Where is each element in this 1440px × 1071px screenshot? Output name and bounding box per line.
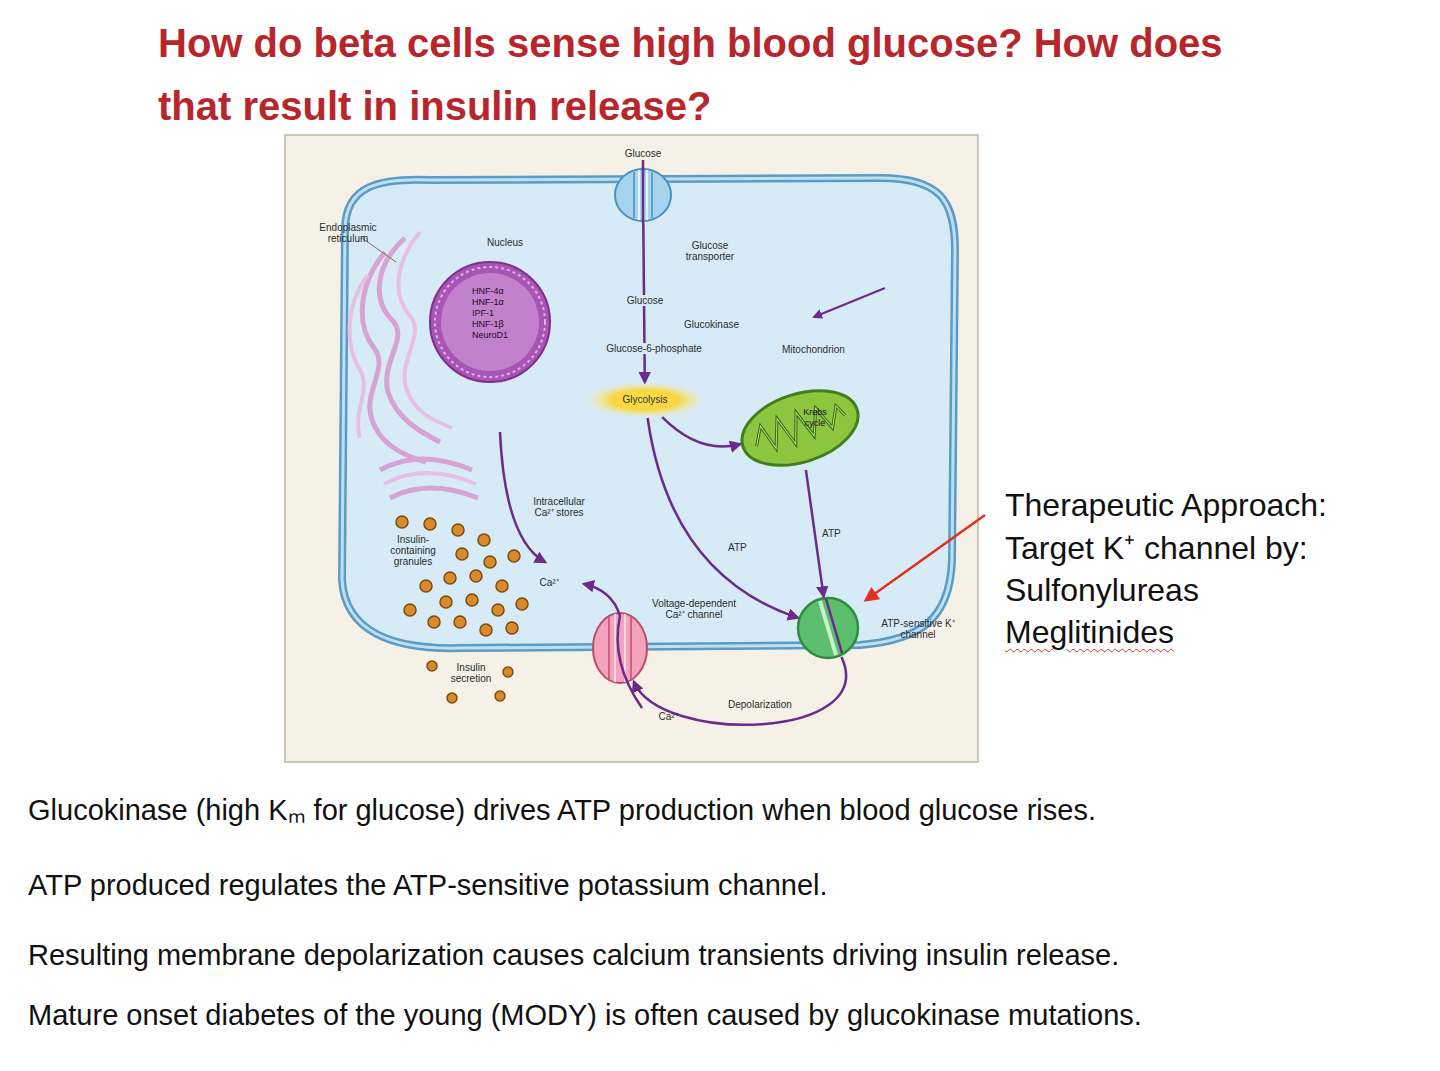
node-text: HNF-4α bbox=[472, 286, 532, 297]
insulin-granule bbox=[420, 580, 432, 592]
insulin-granule bbox=[452, 524, 464, 536]
ion-label: Ca²⁺ bbox=[655, 711, 681, 722]
insulin-granule bbox=[456, 548, 468, 560]
cell-membrane bbox=[342, 178, 955, 648]
mitochondrion-membrane bbox=[732, 377, 867, 479]
node-label: Glycolysis bbox=[585, 394, 705, 405]
node-text: NeuroD1 bbox=[472, 330, 532, 341]
insulin-granule bbox=[424, 518, 436, 530]
structure-label: Endoplasmic reticulum bbox=[318, 222, 378, 244]
ca-channel-stripe bbox=[615, 614, 625, 682]
k-efflux-line bbox=[826, 599, 842, 653]
er-fold bbox=[350, 275, 368, 438]
cell-membrane-inner bbox=[342, 178, 955, 648]
insulin-granule bbox=[492, 604, 504, 616]
ca-channel-node: Voltage-dependent Ca²⁺ channel bbox=[590, 610, 650, 686]
ca-channel-body bbox=[593, 613, 647, 683]
slide-title: How do beta cells sense high blood gluco… bbox=[158, 12, 1233, 138]
insulin-granule bbox=[396, 516, 408, 528]
drug-class: Sulfonylureas bbox=[1005, 572, 1425, 608]
node-text: HNF-1α bbox=[472, 297, 532, 308]
enzyme-label: Glucokinase bbox=[684, 319, 754, 330]
metabolite-label: Glucose bbox=[624, 295, 666, 306]
body-text: Mature onset diabetes of the young (MODY… bbox=[28, 998, 1438, 1032]
pathway-arrow bbox=[648, 418, 798, 618]
secreted-granule bbox=[495, 691, 505, 701]
glycolysis-node: Glycolysis bbox=[585, 382, 705, 418]
cristae bbox=[750, 398, 849, 456]
insulin-granule bbox=[506, 622, 518, 634]
body-text: Resulting membrane depolarization causes… bbox=[28, 938, 1438, 972]
insulin-granule bbox=[484, 556, 496, 568]
k-channel-shape bbox=[796, 596, 860, 660]
insulin-granule bbox=[478, 534, 490, 546]
transporter-node: Glucose transporter bbox=[613, 167, 673, 223]
golgi-stack bbox=[390, 488, 478, 498]
glucose-path bbox=[642, 167, 645, 223]
callout-text: Therapeutic Approach: bbox=[1005, 487, 1425, 523]
insulin-granule bbox=[428, 616, 440, 628]
secreted-granule bbox=[447, 693, 457, 703]
golgi-stack bbox=[384, 473, 476, 484]
edge-label: ATP bbox=[728, 542, 747, 553]
pathway-arrow bbox=[806, 470, 824, 597]
node-label: Nucleus bbox=[475, 237, 535, 248]
golgi-stack bbox=[380, 459, 472, 470]
edge-label: Depolarization bbox=[728, 699, 792, 710]
node-text: Krebs cycle bbox=[795, 407, 835, 429]
node-label: Mitochondrion bbox=[782, 344, 872, 355]
figure-panel bbox=[285, 135, 978, 762]
process-label: Insulin secretion bbox=[447, 662, 495, 684]
ion-label: Ca²⁺ bbox=[536, 577, 562, 588]
mitochondrion-node: MitochondrionKrebs cycle bbox=[735, 386, 865, 470]
insulin-granule bbox=[496, 580, 508, 592]
drug-class: Meglitinides bbox=[1005, 614, 1425, 650]
calcium-influx-arrow bbox=[584, 584, 642, 708]
er-fold bbox=[362, 252, 426, 462]
insulin-granule bbox=[516, 598, 528, 610]
secreted-granule bbox=[427, 661, 437, 671]
k-channel-node: ATP-sensitive K⁺ channel bbox=[796, 596, 860, 660]
pathway-arrow bbox=[662, 417, 740, 446]
insulin-granule bbox=[508, 550, 520, 562]
insulin-granule bbox=[440, 596, 452, 608]
insulin-granule bbox=[480, 624, 492, 636]
structure-label: Intracellular Ca²⁺ stores bbox=[528, 496, 590, 518]
ca-channel-shape bbox=[590, 610, 650, 686]
cristae-highlight bbox=[750, 398, 849, 456]
insulin-granule bbox=[470, 570, 482, 582]
body-text: ATP produced regulates the ATP-sensitive… bbox=[28, 868, 1438, 902]
node-label: Glucose transporter bbox=[679, 240, 741, 262]
node-label: Voltage-dependent Ca²⁺ channel bbox=[648, 598, 740, 620]
edge-label: ATP bbox=[822, 528, 841, 539]
nuclear-pores bbox=[435, 267, 545, 377]
k-channel-body bbox=[798, 598, 858, 658]
insulin-granule bbox=[404, 604, 416, 616]
leader-arrow bbox=[814, 288, 885, 317]
structure-label: Glucose bbox=[618, 148, 668, 159]
nucleoplasm bbox=[441, 273, 539, 371]
body-text: Glucokinase (high Kₘ for glucose) drives… bbox=[28, 793, 1438, 827]
pathway-arrow bbox=[634, 657, 846, 725]
structure-label: Insulin-containing granules bbox=[384, 534, 442, 567]
node-label: ATP-sensitive K⁺ channel bbox=[878, 618, 958, 640]
er-fold bbox=[379, 238, 440, 442]
ca-channel-stripe bbox=[609, 617, 631, 679]
nucleus-envelope bbox=[430, 262, 550, 382]
insulin-granule bbox=[454, 616, 466, 628]
insulin-granule bbox=[444, 572, 456, 584]
mitochondrion-shape bbox=[735, 386, 865, 470]
nucleus-node: NucleusHNF-4αHNF-1αIPF-1HNF-1βNeuroD1 bbox=[428, 260, 552, 384]
metabolite-label: Glucose-6-phosphate bbox=[600, 343, 708, 354]
transporter-shape bbox=[613, 167, 673, 223]
glycolysis-glow bbox=[585, 382, 705, 418]
callout-text: Target K⁺ channel by: bbox=[1005, 530, 1425, 566]
node-text: IPF-1 bbox=[472, 308, 532, 319]
callout-arrow bbox=[866, 515, 985, 600]
node-text: HNF-1β bbox=[472, 319, 532, 330]
secreted-granule bbox=[503, 667, 513, 677]
insulin-granule bbox=[466, 594, 478, 606]
